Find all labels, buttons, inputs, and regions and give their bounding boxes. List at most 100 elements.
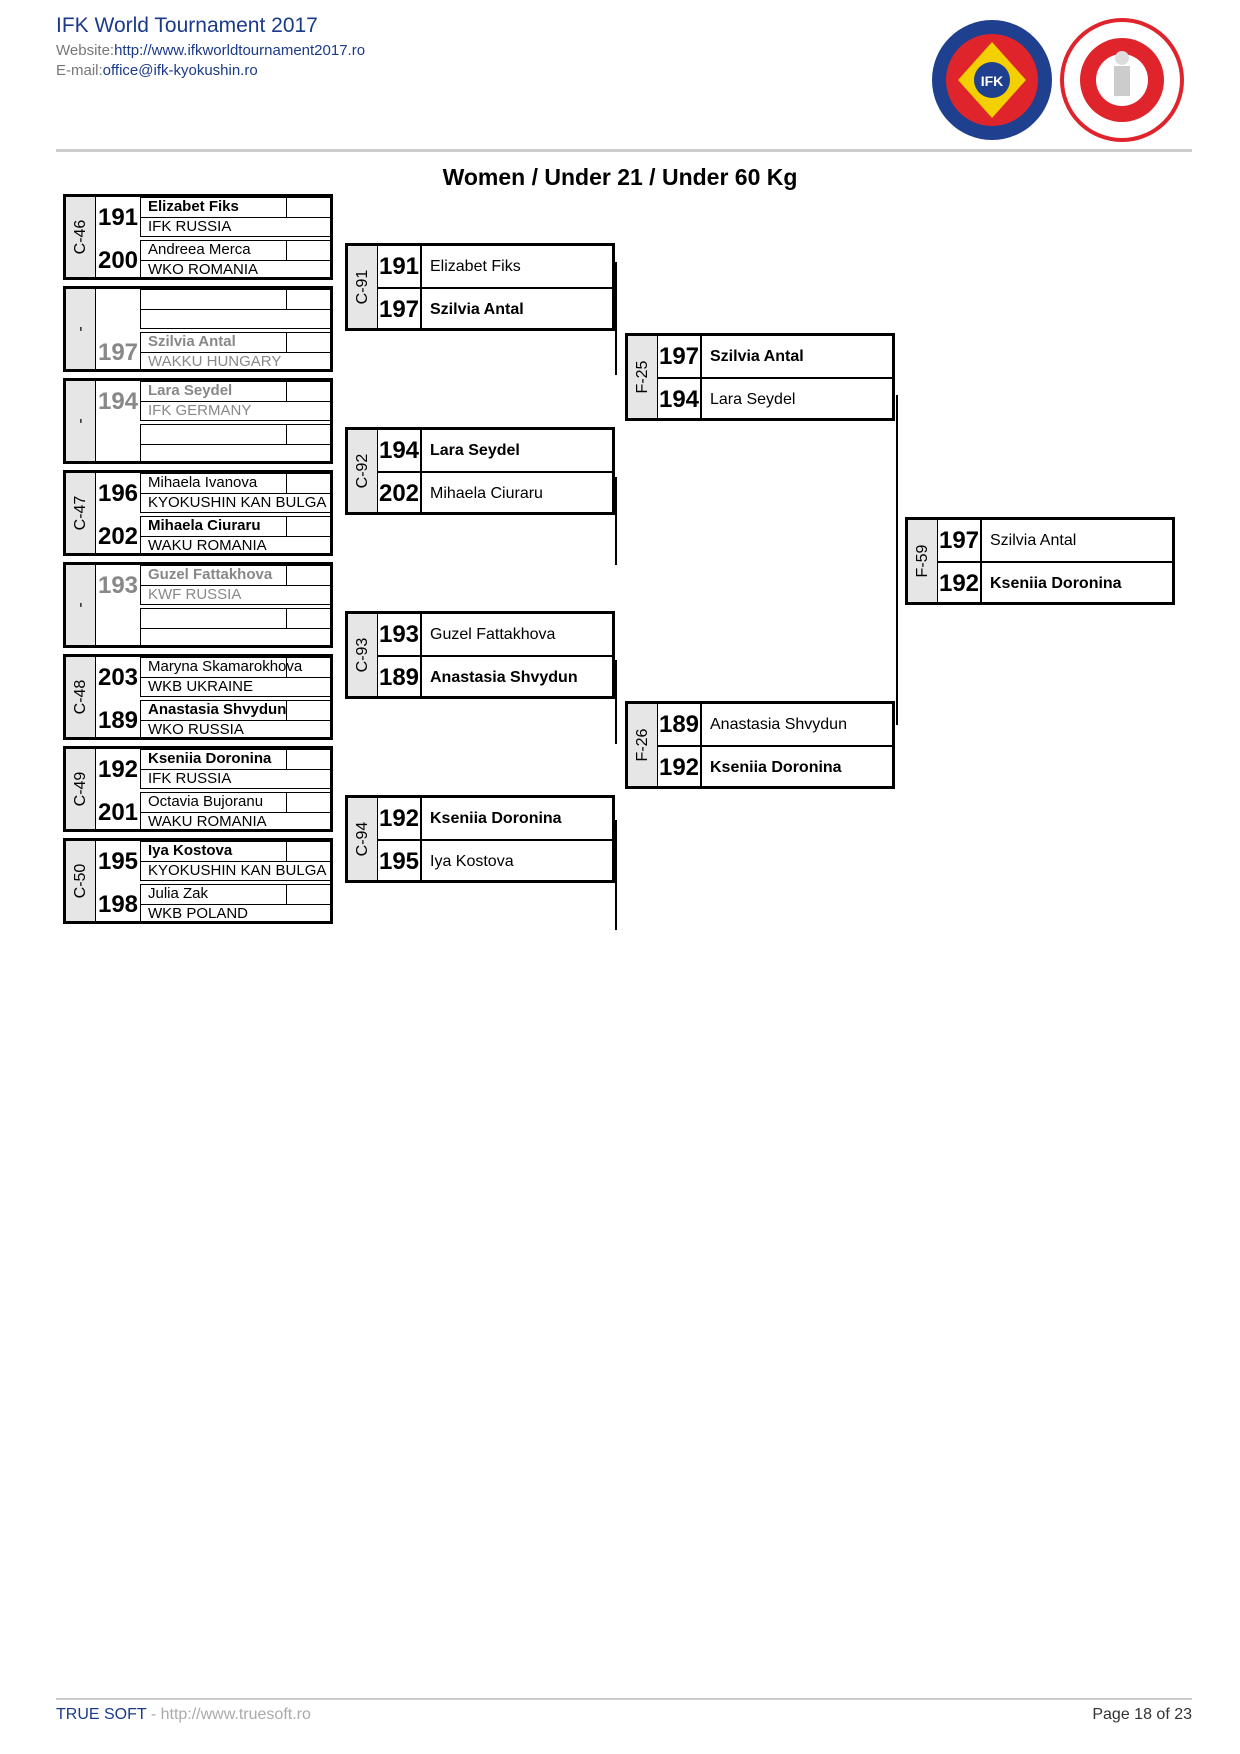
email-link[interactable]: office@ifk-kyokushin.ro <box>102 62 258 79</box>
club-cell <box>140 904 333 924</box>
svg-text:IFK: IFK <box>981 73 1004 89</box>
club-cell <box>140 444 333 464</box>
match-code: C-92 <box>353 453 371 489</box>
match-code: C-93 <box>353 637 371 673</box>
website-link[interactable]: http://www.ifkworldtournament2017.ro <box>114 42 366 59</box>
score-cell <box>286 381 333 401</box>
competitor-number: 194 <box>97 388 139 415</box>
competitor-number: 200 <box>97 247 139 274</box>
match-code: C-46 <box>71 219 89 255</box>
competitor-row[interactable] <box>96 424 333 464</box>
competitor-row[interactable] <box>96 608 333 648</box>
footer-url[interactable]: - http://www.truesoft.ro <box>146 1706 311 1723</box>
club-cell <box>140 536 333 556</box>
match-code: F-26 <box>633 728 651 762</box>
club-cell <box>140 493 333 513</box>
competitor-number: 193 <box>378 614 422 655</box>
competitor-club: WKB POLAND <box>148 905 249 922</box>
slot-label: - <box>66 565 96 645</box>
competitor-name: Lara Seydel <box>430 442 520 459</box>
competitor-name: Szilvia Antal <box>710 348 804 365</box>
match-code: C-49 <box>71 771 89 807</box>
competitor-row[interactable] <box>96 289 333 329</box>
competitor-number: 202 <box>378 473 422 514</box>
website-label: Website: <box>56 42 115 59</box>
connector-line <box>615 262 617 375</box>
competitor-number: 202 <box>97 523 139 550</box>
slot-label: C-50 <box>66 841 96 921</box>
competitor-name: Elizabet Fiks <box>430 258 521 275</box>
footer-divider <box>56 1698 1192 1700</box>
competitor-number: 194 <box>658 379 702 420</box>
competitor-number: 192 <box>97 756 139 783</box>
competitor-name: Szilvia Antal <box>148 333 236 350</box>
match-code: C-47 <box>71 495 89 531</box>
club-cell <box>140 861 333 881</box>
name-cell <box>140 608 287 628</box>
competitor-name: Szilvia Antal <box>430 301 524 318</box>
match-label: F-25 <box>628 336 658 418</box>
footer-company: TRUE SOFT <box>56 1706 147 1723</box>
score-cell <box>286 608 333 628</box>
competitor-name: Szilvia Antal <box>990 532 1077 549</box>
competitor-number <box>96 610 140 648</box>
slot-label: C-49 <box>66 749 96 829</box>
competitor-row[interactable]: 191 Elizabet Fiks <box>378 246 612 289</box>
competitor-club: WKO ROMANIA <box>148 261 259 278</box>
header-divider <box>56 149 1192 152</box>
match-code: - <box>71 418 89 424</box>
club-cell <box>140 812 333 832</box>
competitor-row[interactable]: 195 Iya Kostova <box>378 841 612 882</box>
match-label: F-26 <box>628 704 658 786</box>
connector-line <box>615 660 617 744</box>
score-cell <box>286 657 333 677</box>
competitor-name: Mihaela Ivanova <box>148 474 258 491</box>
competitor-club: WAKU ROMANIA <box>148 813 267 830</box>
bracket-title: Women / Under 21 / Under 60 Kg <box>442 164 798 190</box>
competitor-number: 189 <box>97 707 139 734</box>
competitor-number: 195 <box>378 841 422 882</box>
competitor-name: Iya Kostova <box>430 853 514 870</box>
slot-label: C-48 <box>66 657 96 737</box>
competitor-club: KYOKUSHIN KAN BULGA <box>148 494 327 511</box>
competitor-club: WKB UKRAINE <box>148 678 254 695</box>
club-cell <box>140 352 333 372</box>
match-code: F-25 <box>633 360 651 394</box>
competitor-club: WAKU ROMANIA <box>148 537 267 554</box>
name-cell <box>140 289 287 309</box>
score-cell <box>286 749 333 769</box>
competitor-number: 191 <box>378 246 422 287</box>
competitor-club: WAKKU HUNGARY <box>148 353 282 370</box>
competitor-name: Guzel Fattakhova <box>148 566 273 583</box>
